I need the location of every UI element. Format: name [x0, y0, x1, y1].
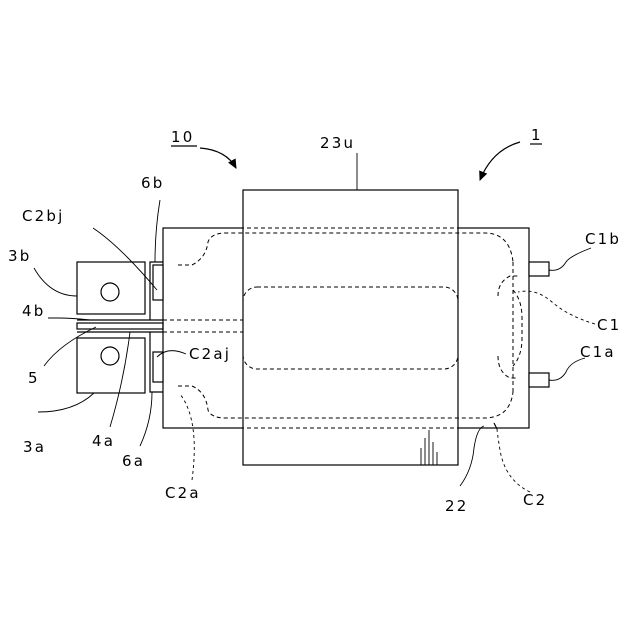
- label-c1b: C1b: [585, 230, 621, 248]
- label-c2bj: C2bj: [22, 207, 65, 225]
- arrow-10: [200, 148, 236, 168]
- leader-c1a: [549, 358, 585, 380]
- label-3a: 3a: [23, 438, 46, 456]
- spacer-5: [77, 323, 163, 329]
- leader-6a: [140, 392, 152, 446]
- terminal-c1b: [529, 262, 549, 276]
- label-5: 5: [28, 369, 40, 387]
- terminal-c1a: [529, 373, 549, 387]
- label-c2: C2: [523, 491, 547, 509]
- leader-6b: [155, 200, 160, 262]
- label-c2aj: C2aj: [189, 345, 231, 363]
- label-c1a: C1a: [580, 343, 616, 361]
- label-3b: 3b: [8, 247, 31, 265]
- joint-c2bj: [153, 265, 163, 300]
- leader-3b: [34, 268, 77, 296]
- label-23u: 23u: [320, 134, 355, 152]
- leader-c2: [497, 428, 530, 492]
- arrow-1: [480, 142, 520, 180]
- label-fig-10: 10: [171, 128, 195, 146]
- label-c1: C1: [597, 316, 621, 334]
- label-4a: 4a: [92, 432, 115, 450]
- leader-4b: [48, 318, 90, 320]
- label-fig-1: 1: [531, 126, 543, 144]
- label-c2a: C2a: [165, 484, 201, 502]
- terminal-block-3b: [77, 262, 145, 314]
- label-6b: 6b: [141, 174, 164, 192]
- leader-c1b: [549, 248, 591, 270]
- leader-3a: [38, 393, 94, 412]
- label-4b: 4b: [22, 302, 45, 320]
- cover-23u: [243, 190, 458, 465]
- label-22: 22: [445, 497, 469, 515]
- label-6a: 6a: [122, 452, 145, 470]
- leader-22: [460, 426, 484, 486]
